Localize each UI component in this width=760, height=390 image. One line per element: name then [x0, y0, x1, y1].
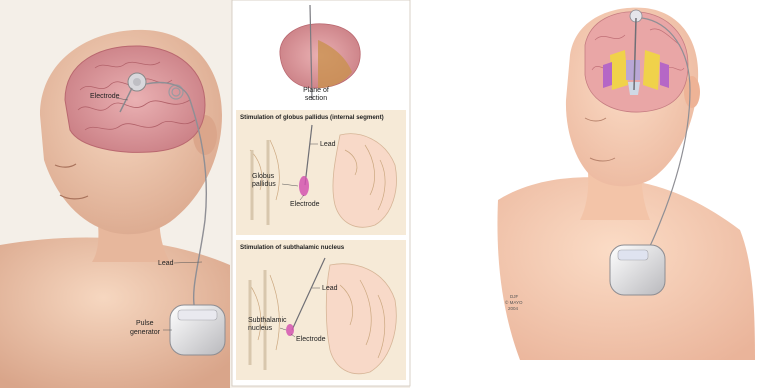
stn-target-label-line1: Subthalamic — [248, 317, 287, 324]
putamen-purple — [603, 62, 612, 88]
stn-lead-label: Lead — [322, 285, 338, 292]
stn-electrode-label: Electrode — [296, 336, 326, 343]
stn-inset-title: Stimulation of subthalamic nucleus — [240, 244, 345, 251]
right-pulse-generator-header — [618, 250, 648, 260]
thalamus-lavender — [626, 60, 640, 80]
gpi-inset: Stimulation of globus pallidus (internal… — [236, 110, 406, 235]
exposed-brain — [65, 46, 205, 152]
burr-hole-cap-center — [133, 78, 141, 86]
gpi-lead-label: Lead — [320, 141, 336, 148]
left-panel: Electrode Lead Pulse generator Plane of … — [0, 0, 410, 388]
credit-line2: © MAYO — [505, 299, 523, 305]
plane-label-line2: section — [305, 95, 327, 102]
electrode-label: Electrode — [90, 93, 120, 100]
basal-ganglia-yellow-right — [643, 50, 660, 90]
gpi-target-label-line1: Globus — [252, 173, 275, 180]
credit-line1: DJF — [510, 294, 518, 299]
lead-label: Lead — [158, 260, 174, 267]
right-panel: DJF © MAYO 2004 — [497, 8, 755, 360]
gpi-target-label-line2: pallidus — [252, 181, 276, 188]
basal-ganglia-yellow — [610, 50, 628, 90]
gpi-inset-title: Stimulation of globus pallidus (internal… — [240, 114, 384, 121]
pulse-generator-label-line2: generator — [130, 329, 161, 336]
stn-inset: Stimulation of subthalamic nucleus Lead … — [236, 240, 406, 380]
gpi-electrode-label: Electrode — [290, 201, 320, 208]
pulse-generator-header — [178, 310, 217, 320]
pulse-generator-label-line1: Pulse — [136, 320, 154, 327]
credit-line3: 2004 — [508, 306, 519, 311]
gpi-target — [299, 176, 309, 196]
plane-label-line1: Plane of — [303, 87, 329, 94]
stn-target — [286, 324, 294, 336]
putamen-purple-right — [660, 62, 669, 88]
stn-target-label-line2: nucleus — [248, 325, 273, 332]
